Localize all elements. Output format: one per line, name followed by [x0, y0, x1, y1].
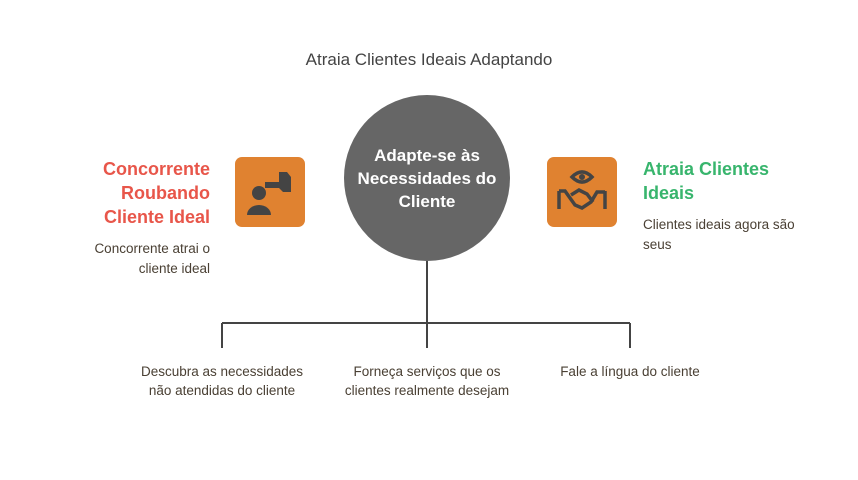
right-heading: Atraia Clientes Ideais: [643, 159, 770, 203]
handshake-eye-icon: [547, 157, 617, 227]
center-node: Adapte-se às Necessidades do Cliente: [344, 95, 510, 261]
branch-item-3: Fale a língua do cliente: [560, 364, 700, 379]
left-description: Concorrente atrai o cliente ideal: [94, 241, 210, 276]
branch-item-1: Descubra as necessidades não atendidas d…: [140, 364, 304, 398]
diagram-title: Atraia Clientes Ideais Adaptando: [305, 50, 553, 69]
right-description: Clientes ideais agora são seus: [643, 217, 795, 252]
center-label: Adapte-se às Necessidades do Cliente: [357, 145, 497, 211]
branch-item-2: Forneça serviços que os clientes realmen…: [344, 364, 510, 398]
person-pointing-icon: [235, 157, 305, 227]
left-heading: Concorrente Roubando Cliente Ideal: [102, 159, 210, 227]
